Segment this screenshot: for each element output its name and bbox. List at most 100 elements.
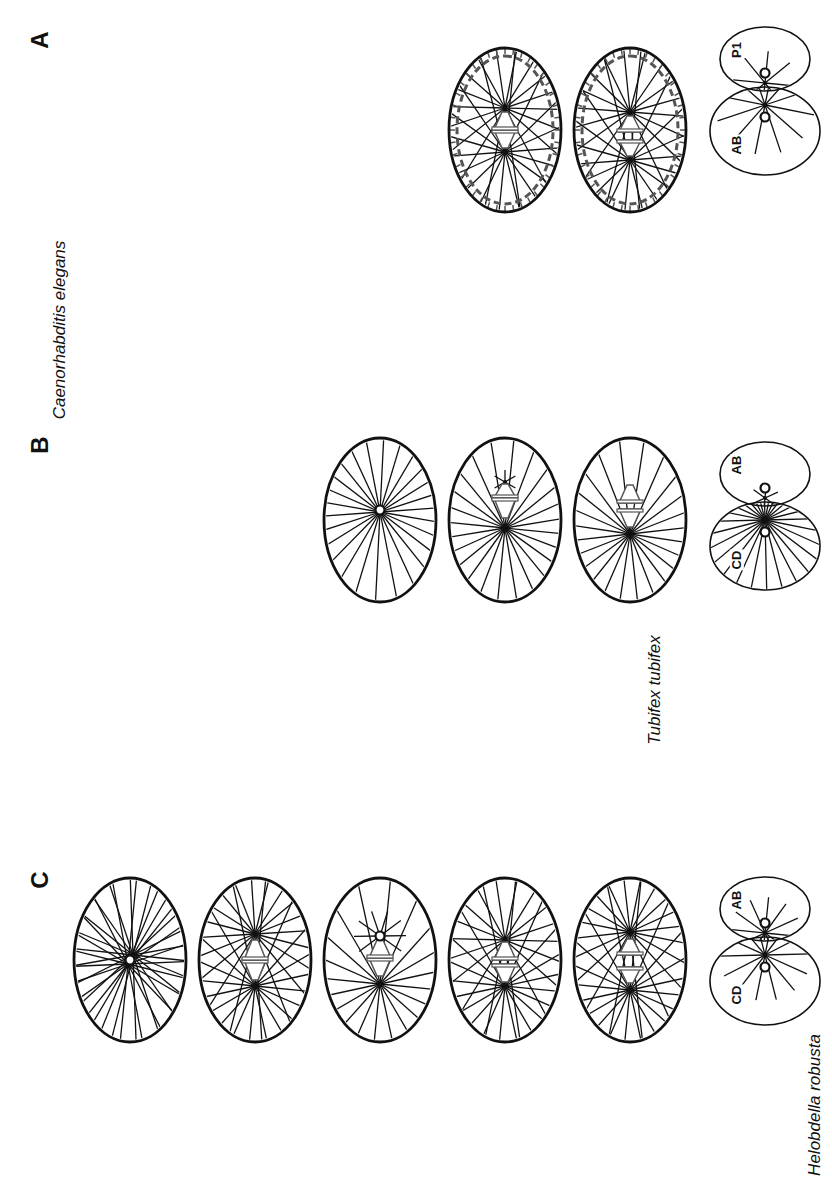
pronucleus	[761, 69, 770, 78]
microtubule-ray	[323, 528, 505, 610]
microtubule-ray	[306, 966, 505, 986]
microtubule-ray	[332, 986, 505, 1087]
cortical-tick	[488, 53, 490, 58]
embryo-fill	[574, 438, 686, 602]
microtubule-ray	[183, 478, 380, 512]
microtubule-ray	[181, 512, 381, 526]
microtubule-ray	[630, 351, 710, 534]
microtubule-ray	[0, 955, 133, 991]
aster-rays	[306, 787, 704, 1182]
microtubule-ray	[240, 512, 380, 655]
microtubule-ray	[133, 761, 183, 955]
microtubule-ray	[401, 108, 505, 279]
cortical-tick	[555, 129, 560, 131]
cortical-tick	[496, 205, 498, 210]
microtubule-ray	[481, 857, 630, 990]
embryo-outline	[574, 438, 686, 602]
cortical-tick	[576, 117, 581, 119]
cortical-tick	[629, 206, 631, 211]
cortical-tick	[679, 117, 684, 119]
microtubule-ray	[197, 904, 380, 985]
cell-outline	[710, 502, 820, 590]
zygote-embryo	[55, 734, 454, 1182]
zygote-embryo	[0, 755, 332, 1163]
microtubule-ray	[305, 935, 505, 940]
chromosome-plate	[242, 957, 268, 960]
cell-outline	[710, 937, 820, 1025]
centrosome-dot	[253, 984, 257, 988]
pronucleus	[761, 113, 770, 122]
cortical-tick	[512, 50, 514, 55]
microtubule-ray	[305, 103, 505, 108]
microtubule-ray	[133, 955, 196, 1145]
cortical-tick	[678, 154, 683, 156]
microtubule-ray	[610, 160, 630, 359]
microtubule-ray	[630, 990, 731, 1163]
microtubule-ray	[485, 528, 505, 727]
microtubule-ray	[674, 342, 765, 520]
microtubule-ray	[485, 986, 505, 1182]
embryo-fill	[74, 878, 186, 1042]
two-cell-embryo	[710, 27, 820, 175]
microtubule-ray	[372, 986, 505, 1135]
microtubule-ray	[108, 964, 128, 1163]
zygote-embryo	[431, 335, 829, 733]
microtubule-ray	[716, 95, 765, 105]
microtubule-ray	[456, 834, 630, 932]
cortical-tick	[488, 202, 490, 207]
microtubule-ray	[61, 885, 255, 935]
microtubule-ray	[475, 742, 505, 940]
microtubule-ray	[569, 480, 765, 520]
microtubule-ray	[0, 863, 128, 964]
cortical-tick	[473, 65, 476, 69]
microtubule-ray	[444, 534, 630, 607]
cortical-tick	[466, 184, 470, 188]
microtubule-ray	[319, 867, 505, 940]
cortical-tick	[461, 82, 465, 85]
cortical-tick	[675, 93, 679, 95]
microtubule-ray	[401, 940, 505, 1111]
microtubule-ray	[630, 736, 670, 932]
microtubule-ray	[590, 932, 630, 1128]
microtubule-ray	[296, 331, 380, 513]
microtubule-ray	[0, 916, 128, 964]
cortical-tick	[504, 206, 506, 211]
microtubule-ray	[765, 520, 832, 673]
microtubule-ray	[630, 534, 703, 720]
chromosome-plate	[492, 498, 518, 501]
cell-fill	[710, 87, 820, 175]
cortical-tick	[456, 165, 460, 167]
cortical-tick	[461, 175, 465, 178]
cortical-tick	[553, 154, 558, 156]
microtubule-ray	[495, 785, 630, 932]
microtubule-ray	[300, 984, 381, 1167]
centrosome-dot	[763, 953, 767, 957]
cortical-tick	[678, 105, 683, 107]
microtubule-ray	[122, 986, 255, 1135]
aster-rays	[55, 734, 454, 1133]
zygote-embryo	[305, 742, 705, 1182]
cell-label: P1	[730, 41, 744, 59]
cortical-tick	[586, 82, 590, 85]
cell-label: AB	[730, 890, 744, 911]
aster-rays	[56, 787, 454, 1182]
microtubule-ray	[630, 758, 728, 932]
two-cell-embryo	[565, 320, 832, 720]
cortical-tick	[553, 105, 558, 107]
pronucleus	[376, 932, 385, 941]
microtubule-ray	[630, 336, 660, 534]
species-name: Tubifex tubifex	[646, 635, 665, 744]
cortical-tick	[680, 129, 685, 131]
microtubule-ray	[437, 112, 630, 166]
microtubule-ray	[235, 986, 255, 1182]
cortical-tick	[540, 73, 544, 77]
microtubule-ray	[435, 990, 630, 1033]
cell-outline	[710, 87, 820, 175]
cortical-tick	[550, 93, 554, 95]
microtubule-ray	[306, 508, 505, 528]
chromosome-plate	[617, 129, 643, 132]
microtubule-ray	[581, 0, 630, 160]
microtubule-ray	[468, 112, 631, 229]
microtubule-ray	[318, 457, 505, 528]
microtubule-ray	[378, 373, 505, 528]
